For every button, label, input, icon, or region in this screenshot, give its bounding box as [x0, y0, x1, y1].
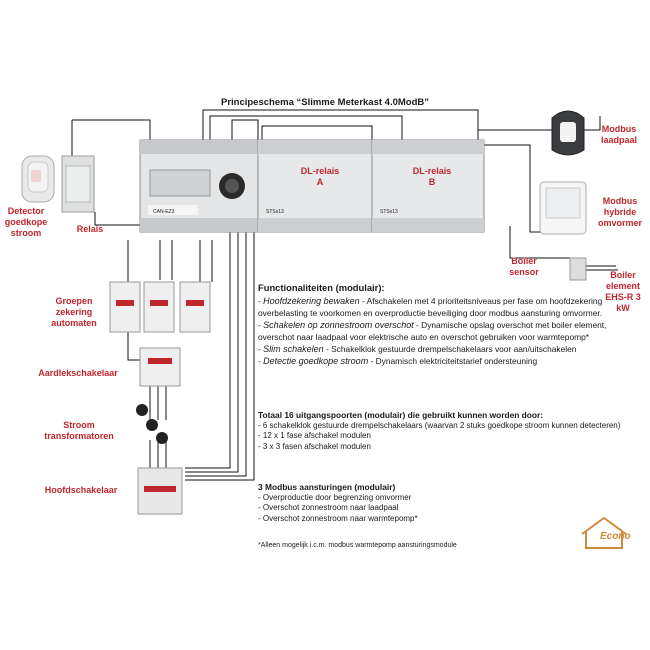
dl-relais-b-module	[371, 139, 485, 233]
footnote: *Alleen mogelijk i.c.m. modbus warmtepom…	[258, 542, 457, 549]
modbus-item: - Overschot zonnestroom naar laadpaal	[258, 503, 399, 513]
econo-logo-mark	[581, 516, 627, 549]
modbus-item: - Overproductie door begrenzing omvormer	[258, 492, 412, 502]
functionaliteiten-section: Functionaliteiten (modulair): - Hoofdzek…	[258, 282, 630, 367]
functionaliteiten-heading: Functionaliteiten (modulair):	[258, 282, 385, 293]
modbus-section: 3 Modbus aansturingen (modulair) - Overp…	[258, 482, 630, 524]
boiler-element-device	[569, 257, 618, 281]
uitgang-item: - 12 x 1 fase afschakel modulen	[258, 431, 371, 441]
relais-label: Relais	[76, 224, 104, 234]
laadpaal-device	[551, 110, 585, 156]
wires	[71, 109, 601, 481]
econo-logo: Econo	[600, 531, 631, 542]
detector-device	[21, 155, 55, 203]
modbus-item: - Overschot zonnestroom naar warmtepomp*	[258, 513, 418, 523]
dl-relais-a-module	[257, 139, 373, 233]
controller-model: CAN-EZ3	[153, 209, 175, 215]
uitgangspoorten-heading: Totaal 16 uitgangspoorten (modulair) die…	[258, 410, 544, 420]
uitgangspoorten-section: Totaal 16 uitgangspoorten (modulair) die…	[258, 410, 630, 452]
hoofdschakelaar-device	[137, 467, 183, 515]
func-item: - Schakelen op zonnestroom overschot - D…	[258, 320, 607, 342]
omvormer-device	[539, 181, 587, 235]
module-a-model: STSx13	[266, 209, 284, 215]
func-item: - Hoofdzekering bewaken - Afschakelen me…	[258, 296, 603, 318]
controller-device	[139, 139, 259, 233]
aardlek-label: Aardlekschakelaar	[38, 368, 118, 378]
stroom-transformatoren	[136, 404, 168, 444]
groepen-automaten	[109, 281, 211, 333]
uitgang-item: - 3 x 3 fasen afschakel modulen	[258, 441, 371, 451]
func-item: - Slim schakelen - Schakelklok gestuurde…	[258, 344, 577, 354]
modbus-heading: 3 Modbus aansturingen (modulair)	[258, 482, 396, 492]
uitgang-item: - 6 schakelklok gestuurde drempelschakel…	[258, 420, 621, 430]
relais-device	[61, 155, 95, 213]
aardlekschakelaar-device	[139, 347, 181, 387]
module-b-model: STSx13	[380, 209, 398, 215]
hoofdschakelaar-label: Hoofdschakelaar	[44, 485, 118, 495]
func-item: - Detectie goedkope stroom - Dynamisch e…	[258, 356, 538, 366]
page-title: Principeschema “Slimme Meterkast 4.0ModB…	[220, 97, 430, 108]
